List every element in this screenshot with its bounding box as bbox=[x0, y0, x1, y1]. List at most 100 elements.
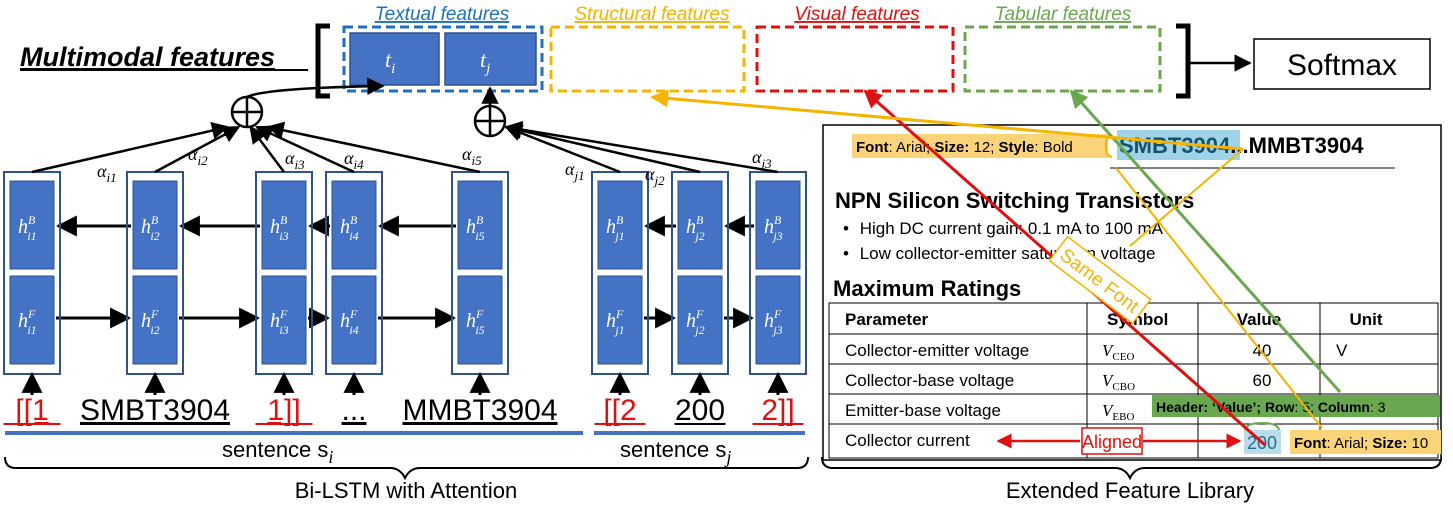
visual-features-label: Visual features bbox=[794, 4, 920, 25]
structural-features-label: Structural features bbox=[574, 4, 730, 25]
table-header-parameter: Parameter bbox=[845, 310, 929, 329]
textual-features-label: Textual features bbox=[375, 4, 510, 25]
hidden-backward-cell bbox=[331, 180, 377, 270]
table-cell-parameter: Collector-emitter voltage bbox=[845, 341, 1029, 360]
tabular-note bbox=[1152, 395, 1440, 417]
hidden-forward-cell bbox=[755, 275, 801, 365]
table-cell-symbol: VCEO bbox=[1102, 341, 1134, 363]
token-i: [[1 bbox=[15, 394, 48, 427]
attention-arrow bbox=[504, 120, 779, 174]
hidden-backward-cell bbox=[132, 180, 178, 270]
sentence-j-label: sentence sj bbox=[620, 437, 731, 467]
table-header-unit: Unit bbox=[1349, 310, 1382, 329]
hidden-backward-cell bbox=[755, 180, 801, 270]
table-cell-parameter: Emitter-base voltage bbox=[845, 401, 1001, 420]
textual-features-box bbox=[342, 25, 544, 93]
font-note-1-text: Font: Arial; Size: 12; Style: Bold bbox=[856, 139, 1073, 156]
hidden-forward-cell bbox=[597, 275, 643, 365]
table-cell-parameter: Collector-base voltage bbox=[845, 371, 1014, 390]
attention-weight-i: αi3 bbox=[285, 148, 305, 172]
hidden-backward-cell bbox=[9, 180, 55, 270]
aligned-box bbox=[1081, 427, 1143, 455]
hidden-backward-cell bbox=[457, 180, 503, 270]
feature-library-label: Extended Feature Library bbox=[1006, 478, 1254, 503]
hidden-forward-cell bbox=[677, 275, 723, 365]
table-cell-symbol: VEBO bbox=[1102, 401, 1134, 423]
structural-features-box bbox=[549, 25, 746, 93]
hidden-forward-cell bbox=[457, 275, 503, 365]
attention-weight-i: αi5 bbox=[462, 144, 482, 168]
hidden-forward-cell bbox=[331, 275, 377, 365]
tabular-note-text: Header: ‘Value’; Row: 5; Column: 3 bbox=[1156, 399, 1386, 415]
part-number-highlight bbox=[1117, 130, 1240, 160]
table-cell-value: 60 bbox=[1253, 371, 1272, 390]
hidden-backward-cell bbox=[677, 180, 723, 270]
right-bracket bbox=[1176, 23, 1191, 99]
aligned-label: Aligned bbox=[1082, 432, 1142, 452]
table-cell-parameter: Collector current bbox=[845, 431, 970, 450]
bilstm-label: Bi-LSTM with Attention bbox=[295, 478, 518, 503]
attention-arrow bbox=[31, 122, 230, 174]
softmax-box bbox=[1253, 38, 1431, 90]
token-j: 200 bbox=[675, 394, 725, 427]
left-bracket bbox=[315, 23, 330, 99]
tabular-features-box bbox=[963, 25, 1162, 93]
ti-arrow bbox=[246, 77, 385, 99]
attention-weight-j: αj3 bbox=[752, 147, 772, 171]
same-font-box bbox=[1048, 235, 1152, 325]
attention-arrow bbox=[266, 121, 481, 174]
left-bottom-brace bbox=[4, 456, 809, 481]
multimodal-title: Multimodal features bbox=[20, 42, 275, 72]
token-i: ... bbox=[341, 394, 366, 427]
textual-cell-ti-label: ti bbox=[385, 47, 395, 77]
bullet-1: • High DC current gain: 0.1 mA to 100 mA bbox=[843, 219, 1164, 238]
font-note-2-text: Font: Arial; Size: 10 bbox=[1294, 435, 1428, 452]
hidden-forward-cell bbox=[132, 275, 178, 365]
token-i: SMBT3904 bbox=[80, 394, 230, 427]
token-j: 2]] bbox=[761, 394, 794, 427]
font-note-1 bbox=[852, 134, 1108, 158]
sentence-i-label: sentence si bbox=[222, 437, 333, 467]
right-bottom-brace bbox=[821, 456, 1442, 481]
attention-weight-j: αj2 bbox=[645, 164, 665, 188]
attention-weight-i: αi4 bbox=[344, 148, 364, 172]
attention-arrow bbox=[504, 124, 621, 174]
textual-cell-ti bbox=[349, 32, 440, 86]
hidden-backward-cell bbox=[261, 180, 307, 270]
hidden-forward-cell bbox=[261, 275, 307, 365]
visual-features-box bbox=[755, 25, 955, 93]
textual-cell-tj-label: tj bbox=[480, 47, 490, 77]
ratings-title: Maximum Ratings bbox=[833, 276, 1021, 301]
token-j: [[2 bbox=[603, 394, 636, 427]
attention-arrow bbox=[504, 122, 701, 174]
hidden-forward-cell bbox=[9, 275, 55, 365]
attention-arrow bbox=[154, 125, 241, 174]
bullet-2: • Low collector-emitter saturation volta… bbox=[843, 244, 1155, 263]
attention-weight-i: αi1 bbox=[97, 161, 117, 185]
softmax-label: Softmax bbox=[1287, 49, 1397, 82]
font-note-2 bbox=[1290, 430, 1441, 454]
attention-weight-j: αj1 bbox=[565, 159, 585, 183]
token-i: 1]] bbox=[267, 394, 300, 427]
table-cell-symbol: VCBO bbox=[1102, 371, 1135, 393]
hidden-backward-cell bbox=[597, 180, 643, 270]
